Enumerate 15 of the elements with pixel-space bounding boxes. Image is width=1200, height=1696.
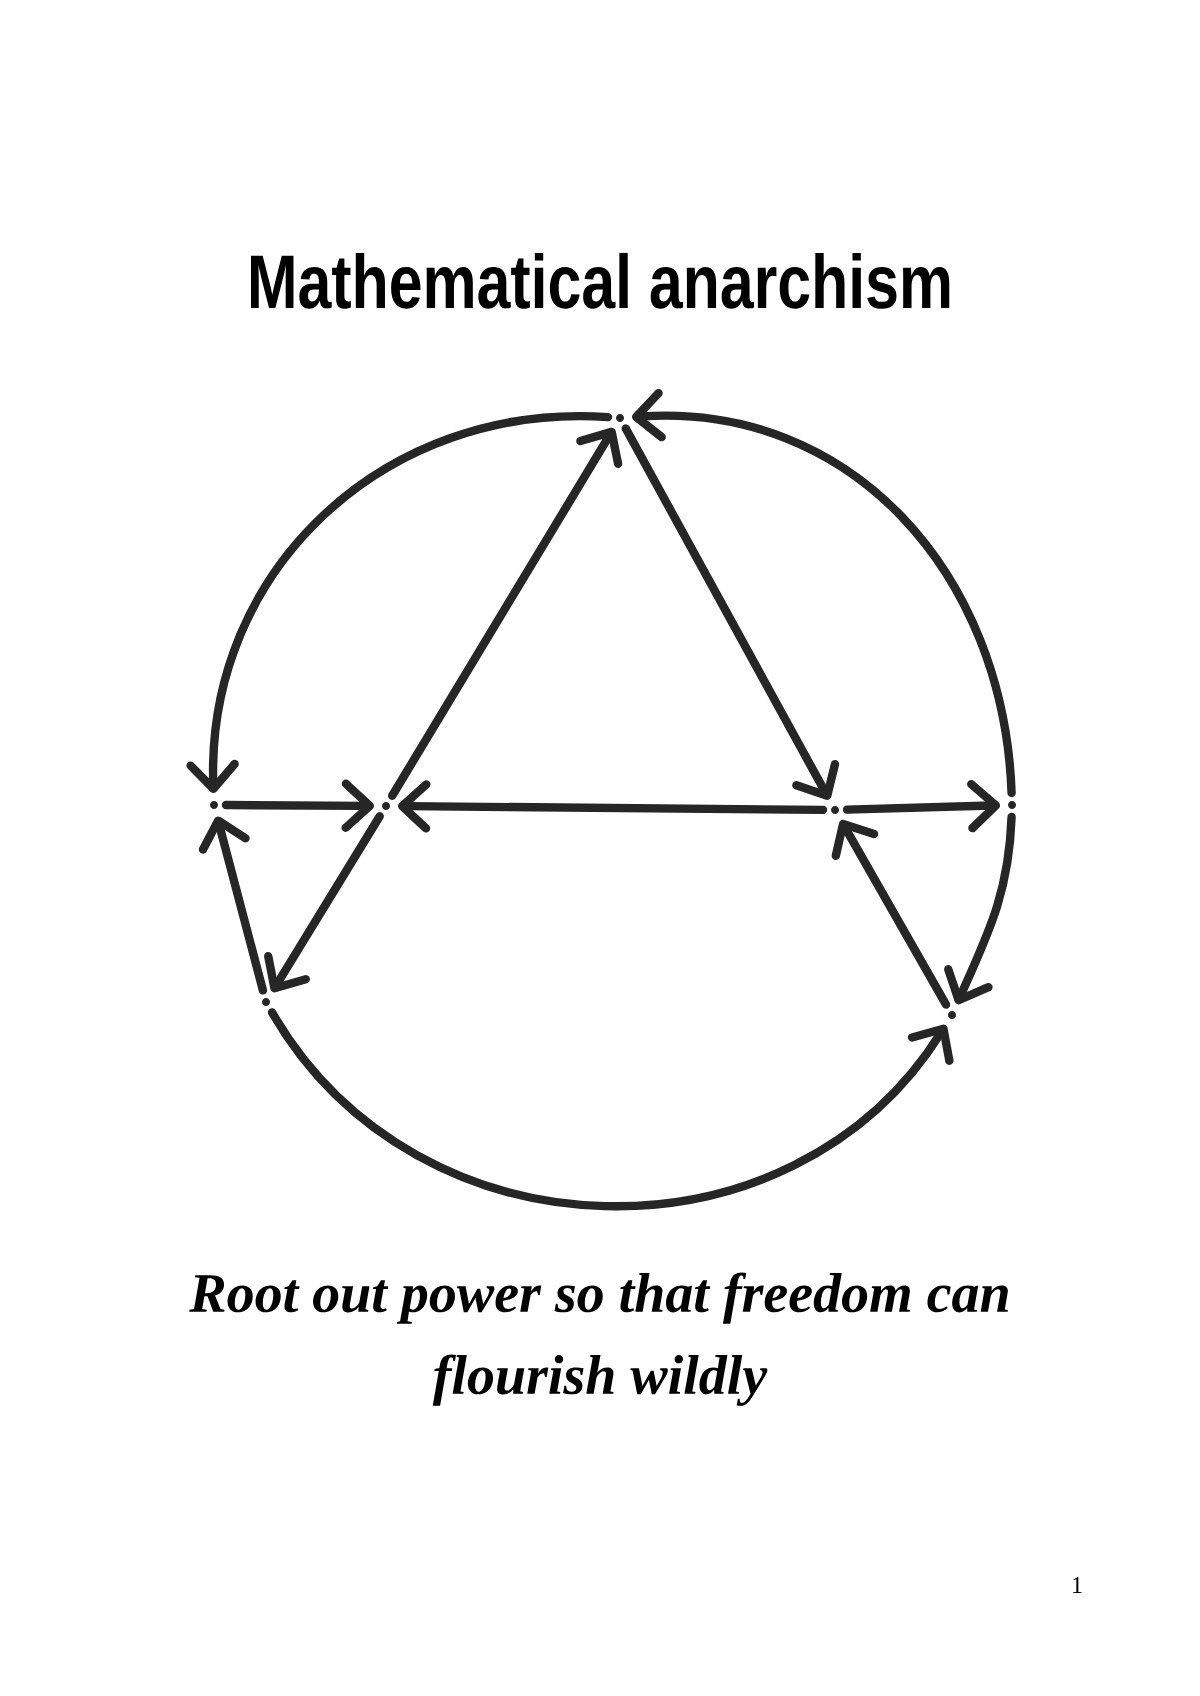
arrow <box>831 819 951 1009</box>
arrow <box>398 780 828 833</box>
arrow <box>621 424 840 800</box>
arrow <box>631 389 1016 798</box>
arrow <box>267 1008 954 1211</box>
arrow <box>388 427 623 800</box>
arrow <box>186 412 613 793</box>
arrow <box>842 779 1001 833</box>
title: Mathematical anarchism <box>250 252 950 309</box>
caption: Root out power so that freedom can flourish wildly <box>189 1272 1008 1406</box>
arrow <box>944 812 1016 1005</box>
page-number: 1 <box>1073 1577 1082 1593</box>
arrow <box>264 812 384 993</box>
arrow <box>221 779 374 832</box>
arrow <box>198 816 268 995</box>
